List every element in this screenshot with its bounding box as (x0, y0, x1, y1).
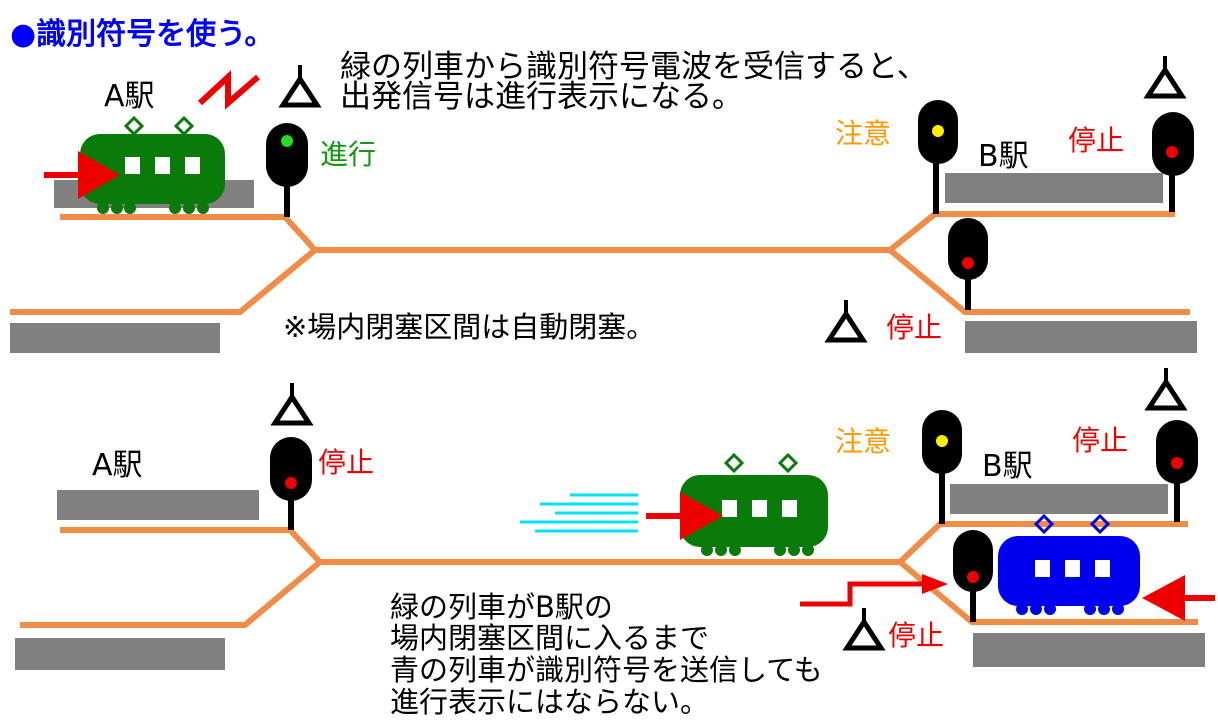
platform-b-lower (965, 321, 1197, 353)
antenna-icon (275, 383, 309, 423)
caution-label-bottom: 注意 (835, 425, 891, 458)
top-note-line1: 緑の列車から識別符号電波を受信すると、 (340, 49, 928, 85)
track-bottom-main (60, 521, 1188, 565)
antenna-icon (1149, 368, 1183, 408)
station-b-top-label: B駅 (978, 139, 1029, 174)
antenna-icon (847, 608, 881, 648)
track-bottom-lower-a (20, 559, 322, 628)
track-top-lower-b (888, 247, 1190, 315)
platform-b-upper (945, 173, 1163, 203)
bottom-note-line3: 青の列車が識別符号を送信しても (390, 653, 823, 687)
blue-train (998, 513, 1140, 615)
caution-signal-bottom (922, 410, 962, 524)
stop-label-entry-top: 停止 (886, 311, 942, 344)
green-train-top (80, 115, 225, 214)
arrow-train-top (44, 151, 120, 199)
station-a-bottom-label: A駅 (92, 448, 143, 483)
block-note: ※場内閉塞区間は自動閉塞。 (283, 310, 655, 344)
stop-signal-b-bottom (1156, 420, 1198, 522)
page-title: ●識別符号を使う。 (10, 17, 274, 52)
stop-label-a-bottom: 停止 (318, 446, 374, 479)
platform-b-lower-bottom (973, 633, 1205, 667)
antenna-icon (283, 65, 317, 105)
stop-signal-b-top (1152, 112, 1194, 212)
top-diagram: A駅 緑の列車から識別符号電波を受信すると、 出発信号は進行表示になる。 進行 … (10, 49, 1197, 353)
antenna-icon (829, 300, 863, 340)
stop-label-entry-bottom: 停止 (888, 619, 944, 652)
bottom-note-line2: 場内閉塞区間に入るまで (390, 621, 709, 655)
platform-a-upper-bottom (57, 490, 259, 520)
stop-signal-b-lower-bottom (953, 530, 993, 622)
stop-label-b-top: 停止 (1068, 124, 1124, 157)
caution-label-top: 注意 (835, 117, 891, 150)
antenna-icon (1148, 56, 1182, 96)
track-top-main (60, 211, 1175, 253)
track-top-lower-a (10, 247, 317, 315)
radio-wave-icon (197, 70, 260, 110)
arrow-blue-train (1142, 575, 1215, 621)
bottom-diagram: A駅 停止 (15, 368, 1215, 719)
signal-proceed-label: 進行 (320, 138, 376, 171)
top-note-line2: 出発信号は進行表示になる。 (340, 79, 743, 115)
stop-signal-a-bottom (270, 437, 312, 530)
bottom-note-line4: 進行表示にはならない。 (390, 685, 709, 719)
station-a-top-label: A駅 (104, 79, 155, 114)
caution-signal-top (918, 100, 958, 214)
platform-a-lower (10, 323, 220, 353)
platform-b-upper-bottom (950, 484, 1168, 514)
green-train-bottom (680, 452, 828, 556)
motion-lines (520, 493, 638, 533)
arrow-green-train-bottom (646, 492, 723, 540)
stop-label-b-bottom: 停止 (1072, 424, 1128, 457)
station-b-bottom-label: B駅 (982, 449, 1033, 484)
stop-signal-b-lower-top (948, 218, 988, 310)
route-arrow (800, 574, 948, 607)
platform-a-lower-bottom (15, 638, 225, 670)
bottom-note-line1: 緑の列車がB駅の (390, 590, 613, 624)
departure-signal-a-top (266, 123, 308, 217)
